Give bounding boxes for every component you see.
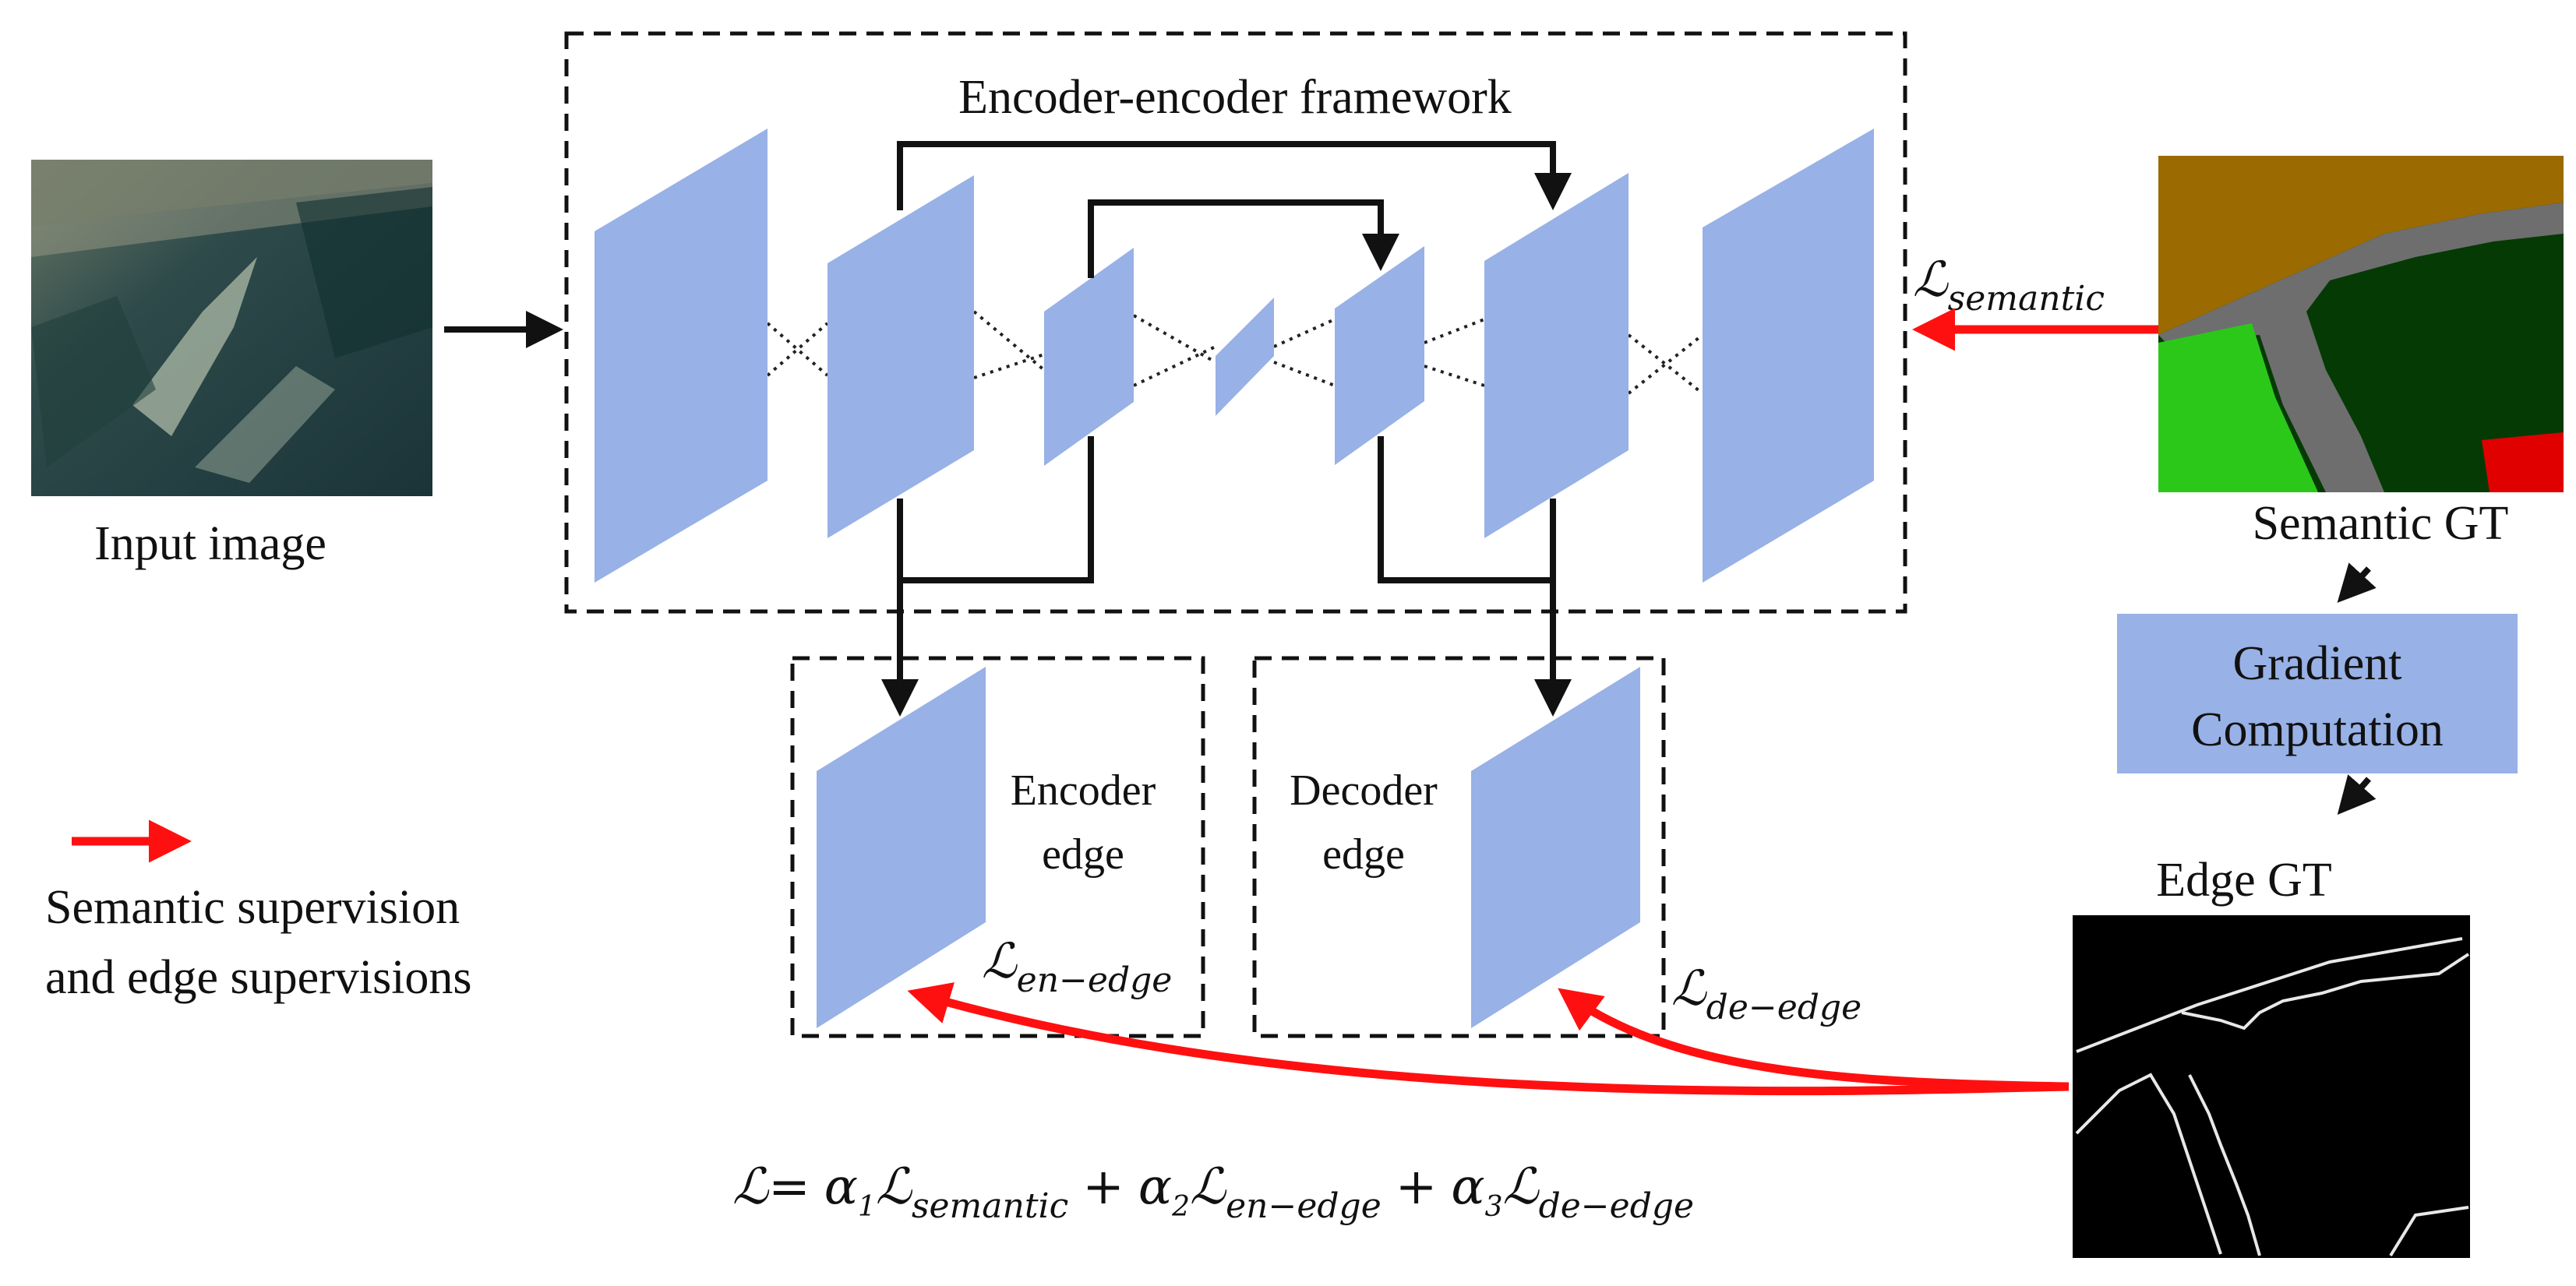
- bottleneck-layer: [1216, 298, 1274, 416]
- decoder-edge-supervision-arrow: [1558, 988, 2070, 1091]
- encoder-edge-supervision-arrow: [907, 982, 2070, 1096]
- loss-formula: ℒ=α1ℒsemantic+α2ℒen−edge+α3ℒde−edge: [732, 1158, 1694, 1226]
- framework-box: [564, 31, 1907, 614]
- legend-label-2: and edge supervisions: [45, 951, 472, 1004]
- encoder-layer-2: [827, 175, 974, 538]
- edge-gt-image: [2073, 915, 2470, 1258]
- encoder-edge-label-2: edge: [1042, 830, 1124, 879]
- encoder-edge-box: [790, 656, 1205, 1038]
- legend-label-1: Semantic supervision: [45, 881, 460, 934]
- svg-text:ℒsemantic: ℒsemantic: [1913, 251, 2105, 319]
- loss-de-edge-label: ℒde−edge: [1671, 960, 1861, 1027]
- gt-to-gradient-arrow: [2337, 562, 2377, 603]
- semantic-gt-label: Semantic GT: [2253, 497, 2509, 550]
- decoder-layer-2: [1484, 173, 1629, 538]
- feature-layers: [595, 129, 1874, 583]
- decoder-edge-label-1: Decoder: [1290, 766, 1438, 815]
- layer-connectors: [766, 310, 1704, 395]
- svg-text:ℒ=α1ℒsemantic+α2ℒen−edge+α3ℒde: ℒ=α1ℒsemantic+α2ℒen−edge+α3ℒde−edge: [732, 1158, 1694, 1226]
- skip-connection-inner: [1088, 199, 1399, 278]
- encoder-layer-3: [1044, 248, 1134, 466]
- decoder-layer-3: [1703, 129, 1874, 583]
- decoder-layer-1: [1335, 246, 1424, 465]
- input-image: [31, 160, 432, 496]
- encoder-edge-layer: [817, 667, 986, 1028]
- decoder-edge-connector: [1378, 436, 1553, 583]
- loss-en-edge-label: ℒen−edge: [982, 932, 1172, 1000]
- skip-connection-outer: [897, 141, 1572, 210]
- gradient-to-edge-arrow: [2337, 774, 2377, 816]
- gradient-label-2: Computation: [2191, 703, 2444, 756]
- loss-semantic-label: ℒsemantic: [1913, 251, 2105, 319]
- decoder-edge-layer: [1471, 667, 1640, 1028]
- decoder-edge-label-2: edge: [1322, 830, 1405, 879]
- decoder-edge-box: [1252, 656, 1666, 1038]
- edge-gt-label: Edge GT: [2156, 854, 2332, 907]
- encoder-edge-label-1: Encoder: [1011, 766, 1156, 815]
- gradient-label-1: Gradient: [2233, 637, 2402, 690]
- encoder-edge-connector: [900, 436, 1094, 583]
- framework-title: Encoder-encoder framework: [958, 71, 1512, 124]
- encoder-layer-1: [595, 129, 768, 583]
- gradient-computation-box: [2117, 614, 2518, 773]
- svg-text:ℒen−edge: ℒen−edge: [982, 932, 1172, 1000]
- semantic-gt-image: [2158, 156, 2564, 492]
- input-image-label: Input image: [94, 517, 326, 570]
- svg-text:ℒde−edge: ℒde−edge: [1671, 960, 1861, 1027]
